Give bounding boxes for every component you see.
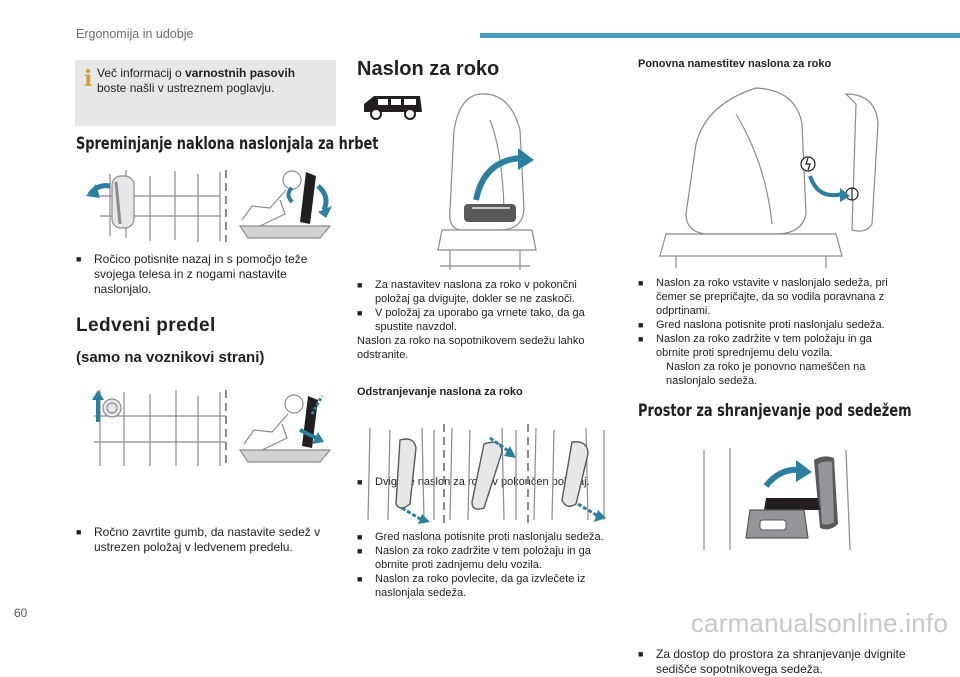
bullet-marker-icon: ■ xyxy=(76,527,82,537)
heading-storage: Prostor za shranjevanje pod sedežem xyxy=(638,401,912,421)
watermark: carmanualsonline.info xyxy=(690,608,948,638)
bullet-marker-icon: ■ xyxy=(638,334,644,344)
storage-bullet: ■ Za dostop do prostora za shranjevanje … xyxy=(638,647,918,677)
refit-bullet-item: ■ Gred naslona potisnite proti naslonjal… xyxy=(638,318,904,332)
refit-bullet-item: ■ Naslon za roko zadržite v tem položaju… xyxy=(638,332,904,360)
armrest-note: Naslon za roko na sopotnikovem sedežu la… xyxy=(357,335,585,361)
info-icon: i xyxy=(84,66,93,92)
subheading-lumbar: (samo na voznikovi strani) xyxy=(76,349,265,366)
refit-bullet-text: Naslon za roko zadržite v tem položaju i… xyxy=(656,333,872,359)
bullet-marker-icon: ■ xyxy=(357,546,363,556)
armrest-bullet-item: ■ Za nastavitev naslona za roko v pokonč… xyxy=(357,278,612,306)
lumbar-illustration xyxy=(92,390,332,466)
bullet-marker-icon: ■ xyxy=(76,254,82,264)
refit-illustration xyxy=(659,87,879,268)
recline-bullet: ■ Ročico potisnite nazaj in s pomočjo te… xyxy=(76,252,346,297)
armrest-bullet-item: ■ Gred naslona potisnite proti naslonjal… xyxy=(357,530,615,544)
info-box xyxy=(75,60,336,126)
storage-illustration xyxy=(703,448,851,551)
heading-recline: Spreminjanje naklona naslonjala za hrbet xyxy=(76,134,379,154)
armrest-removal-illustration xyxy=(367,424,606,524)
refit-bullets: ■ Naslon za roko vstavite v naslonjalo s… xyxy=(638,276,904,388)
refit-result: Naslon za roko je ponovno nameščen na na… xyxy=(666,361,866,387)
recline-bullet-text: Ročico potisnite nazaj in s pomočjo teže… xyxy=(94,252,308,296)
heading-armrest: Naslon za roko xyxy=(357,58,500,80)
info-text: Več informacij o varnostnih pasovih bost… xyxy=(97,66,327,96)
recline-illustration xyxy=(86,170,332,242)
bullet-marker-icon: ■ xyxy=(638,278,644,288)
armrest-bullet-text: V položaj za uporabo ga vrnete tako, da … xyxy=(375,307,585,333)
section-title: Ergonomija in udobje xyxy=(76,27,194,41)
vehicle-icon xyxy=(364,96,422,120)
bullet-marker-icon: ■ xyxy=(638,320,644,330)
bullet-marker-icon: ■ xyxy=(357,280,363,290)
armrest-bullets-1: ■ Za nastavitev naslona za roko v pokonč… xyxy=(357,278,612,362)
section-color-bar xyxy=(480,33,960,38)
armrest-bullet-item: ■ V položaj za uporabo ga vrnete tako, d… xyxy=(357,306,612,334)
armrest-bullet-text: Za nastavitev naslona za roko v pokončni… xyxy=(375,279,577,305)
lumbar-bullet-text: Ročno zavrtite gumb, da nastavite sedež … xyxy=(94,525,321,554)
info-text-before: Več informacij o xyxy=(97,66,186,80)
refit-bullet-item: ■ Naslon za roko vstavite v naslonjalo s… xyxy=(638,276,904,318)
refit-bullet-text: Naslon za roko vstavite v naslonjalo sed… xyxy=(656,277,888,317)
bullet-marker-icon: ■ xyxy=(357,477,363,487)
refit-bullet-text: Gred naslona potisnite proti naslonjalu … xyxy=(656,319,885,331)
bullet-marker-icon: ■ xyxy=(357,532,363,542)
info-text-bold: varnostnih pasovih xyxy=(185,66,296,80)
heading-lumbar: Ledveni predel xyxy=(76,315,216,336)
armrest-bullets-2: ■ Gred naslona potisnite proti naslonjal… xyxy=(357,530,615,600)
bullet-marker-icon: ■ xyxy=(357,574,363,584)
armrest-bullet-text: Naslon za roko povlecite, da ga izvlečet… xyxy=(375,573,586,599)
refit-title: Ponovna namestitev naslona za roko xyxy=(638,58,832,70)
removal-title: Odstranjevanje naslona za roko xyxy=(357,386,523,398)
bullet-marker-icon: ■ xyxy=(357,308,363,318)
armrest-bullet-item: ■ Naslon za roko povlecite, da ga izvleč… xyxy=(357,572,615,600)
bullet-marker-icon: ■ xyxy=(638,649,644,659)
lumbar-bullet: ■ Ročno zavrtite gumb, da nastavite sede… xyxy=(76,525,350,555)
storage-bullet-text: Za dostop do prostora za shranjevanje dv… xyxy=(656,647,906,676)
page-number: 60 xyxy=(14,606,28,620)
armrest-seat-illustration xyxy=(437,93,537,270)
armrest-bullet-item: ■ Naslon za roko zadržite v tem položaju… xyxy=(357,544,615,572)
info-text-after: boste našli v ustreznem poglavju. xyxy=(97,81,275,95)
armrest-bullet-text: Naslon za roko zadržite v tem položaju i… xyxy=(375,545,591,571)
armrest-bullet-text: Gred naslona potisnite proti naslonjalu … xyxy=(375,531,604,543)
